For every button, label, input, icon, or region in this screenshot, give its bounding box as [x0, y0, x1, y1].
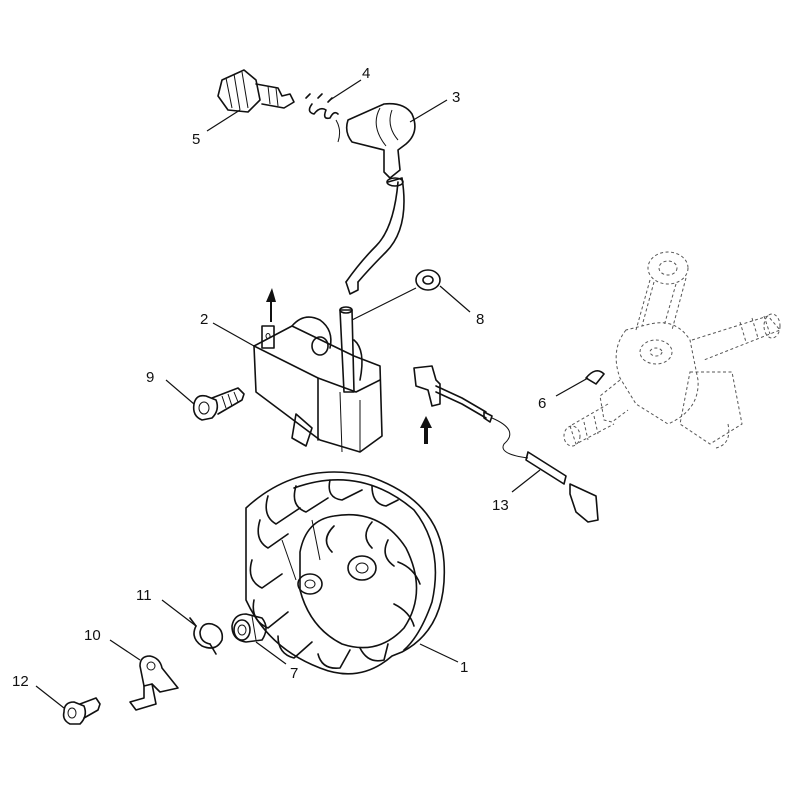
callout-9: 9: [146, 369, 154, 386]
callout-13: 13: [492, 497, 509, 514]
leader-lines: [35, 79, 589, 709]
crankshaft: [563, 251, 781, 449]
up-arrow-coil: [266, 288, 276, 322]
up-arrow-switch: [420, 416, 432, 444]
spark-plug-boot: [345, 102, 416, 179]
spark-plug: [217, 69, 295, 113]
callout-7: 7: [290, 665, 298, 682]
stop-bracket: [129, 655, 179, 711]
callout-5: 5: [192, 131, 200, 148]
callout-11: 11: [136, 587, 152, 604]
ignition-lead: [345, 177, 405, 295]
callout-2: 2: [200, 311, 208, 328]
callout-1: 1: [460, 659, 468, 676]
bracket-screw: [62, 697, 101, 725]
callout-12: 12: [12, 673, 29, 690]
callout-6: 6: [538, 395, 546, 412]
callouts: 1 2 3 4 5 6 7 8 9 10 11 12 13: [12, 65, 546, 690]
washer: [415, 269, 441, 291]
callout-3: 3: [452, 89, 460, 106]
coil-screw: [192, 387, 245, 421]
woodruff-key: [585, 370, 605, 385]
callout-8: 8: [476, 311, 484, 328]
callout-10: 10: [84, 627, 101, 644]
flywheel-nut: [231, 613, 267, 643]
ignition-coil: [253, 306, 383, 453]
spark-spring: [305, 93, 341, 143]
stop-switch-wire: [413, 365, 599, 523]
flywheel: [245, 471, 446, 675]
return-spring: [189, 617, 224, 655]
callout-4: 4: [362, 65, 370, 82]
